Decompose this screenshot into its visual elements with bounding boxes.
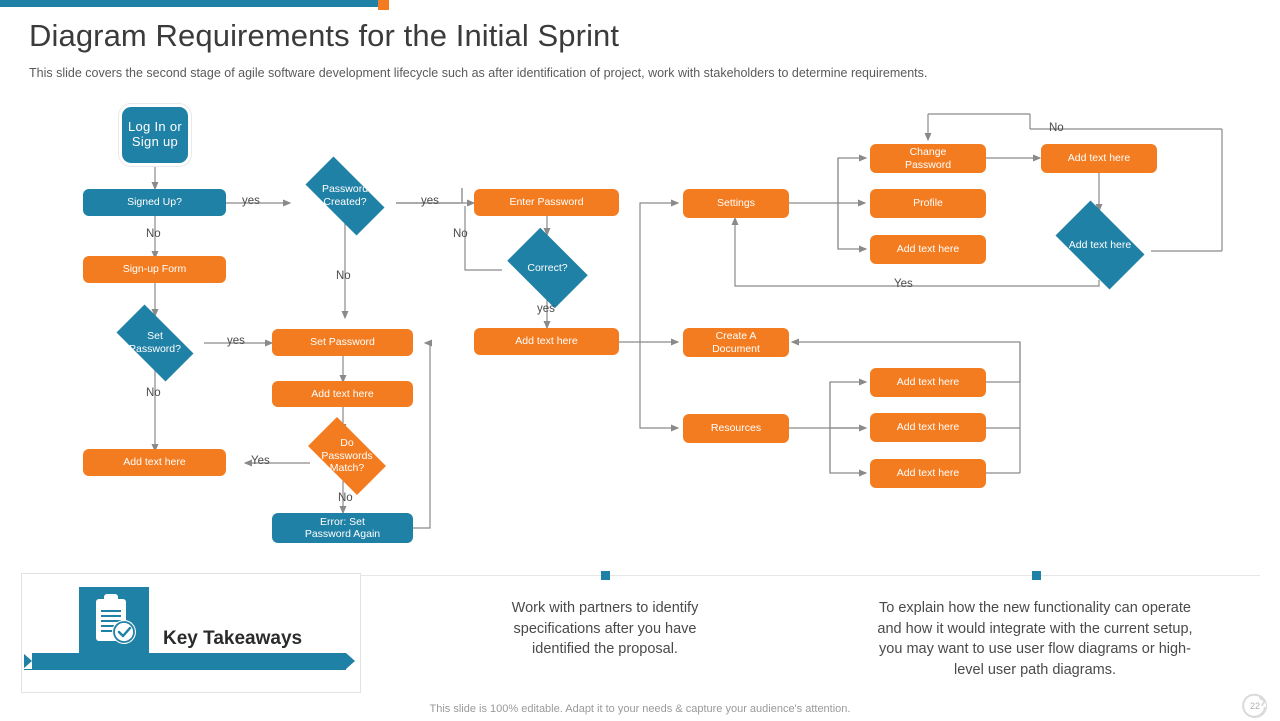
edge-label-right-yes: Yes [894, 278, 913, 290]
flowchart-connectors [151, 113, 1223, 529]
takeaways-divider [360, 575, 1260, 576]
key-takeaways-title: Key Takeaways [163, 628, 303, 649]
edge-label-set-password-no: No [146, 387, 161, 399]
key-takeaways-ribbon [23, 653, 355, 670]
node-add-text-settings3[interactable]: Add text here [870, 235, 986, 264]
page-subtitle: This slide covers the second stage of ag… [29, 66, 928, 80]
node-signed-up-label: Signed Up? [127, 196, 182, 209]
node-add-text-res3-label: Add text here [896, 467, 960, 480]
footer-note: This slide is 100% editable. Adapt it to… [429, 703, 851, 715]
node-resources[interactable]: Resources [683, 414, 789, 443]
node-add-text-mid-label: Add text here [311, 387, 374, 400]
clipboard-check-icon [96, 594, 136, 644]
node-set-password-label: Set Password [310, 336, 375, 349]
node-add-text-res1-label: Add text here [896, 376, 960, 389]
takeaway-column-1: Work with partners to identify specifica… [511, 600, 699, 658]
edge-label-set-password-yes: yes [227, 335, 245, 347]
node-add-text-left-label: Add text here [123, 456, 186, 469]
edge-label-correct-yes: yes [537, 303, 555, 315]
edge-label-password-created-yes: yes [421, 195, 439, 207]
node-resources-label: Resources [710, 422, 762, 435]
node-add-text-right-diamond[interactable]: Add text here [1046, 200, 1154, 290]
top-accent-bar [0, 0, 378, 7]
node-profile[interactable]: Profile [870, 189, 986, 218]
page-number-badge: 22 [1243, 694, 1267, 718]
node-add-text-right-diamond-label: Add text here [1068, 238, 1132, 251]
takeaways-tick-1 [601, 571, 610, 580]
edge-label-signed-up-no: No [146, 228, 161, 240]
page-title: Diagram Requirements for the Initial Spr… [29, 18, 620, 53]
node-correct-question[interactable]: Correct? [500, 227, 595, 309]
top-accent-square [378, 0, 389, 10]
edge-label-signed-up-yes: yes [242, 195, 260, 207]
takeaway-column-2: To explain how the new functionality can… [877, 600, 1193, 679]
key-takeaways-box [21, 573, 361, 693]
node-add-text-settings3-label: Add text here [896, 243, 960, 256]
node-signup-form-label: Sign-up Form [122, 263, 187, 276]
node-add-text-mid[interactable]: Add text here [272, 381, 413, 407]
node-settings[interactable]: Settings [683, 189, 789, 218]
node-settings-label: Settings [717, 197, 755, 210]
node-signed-up[interactable]: Signed Up? [83, 189, 226, 216]
node-enter-password[interactable]: Enter Password [474, 189, 619, 216]
node-correct-question-label: Correct? [527, 261, 568, 274]
node-add-text-res3[interactable]: Add text here [870, 459, 986, 488]
node-add-text-res2-label: Add text here [896, 421, 960, 434]
node-set-password[interactable]: Set Password [272, 329, 413, 356]
node-profile-label: Profile [913, 197, 943, 210]
node-add-text-right-top[interactable]: Add text here [1041, 144, 1157, 173]
node-add-text-right-top-label: Add text here [1067, 152, 1131, 165]
takeaways-tick-2 [1032, 571, 1041, 580]
node-enter-password-label: Enter Password [509, 196, 584, 209]
edge-label-match-no: No [338, 492, 353, 504]
node-add-text-col3-label: Add text here [515, 335, 578, 348]
edge-label-correct-no: No [453, 228, 468, 240]
node-add-text-col3[interactable]: Add text here [474, 328, 619, 355]
edge-label-password-created-no: No [336, 270, 351, 282]
node-add-text-left[interactable]: Add text here [83, 449, 226, 476]
node-add-text-res2[interactable]: Add text here [870, 413, 986, 442]
edge-label-left-yes: Yes [251, 455, 270, 467]
edge-label-right-no: No [1049, 122, 1064, 134]
node-add-text-res1[interactable]: Add text here [870, 368, 986, 397]
key-takeaways-icon-box [79, 587, 149, 659]
node-signup-form[interactable]: Sign-up Form [83, 256, 226, 283]
